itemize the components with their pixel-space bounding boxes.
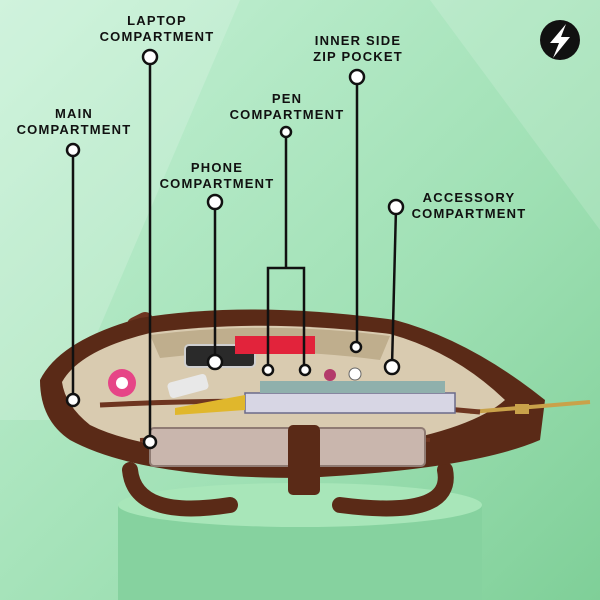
marker-inner-zip-top [348, 68, 366, 86]
label-main-compartment: MAIN COMPARTMENT [16, 106, 132, 137]
handbag [40, 309, 591, 495]
lightning-bolt-badge-icon [540, 20, 580, 60]
marker-laptop-end [142, 434, 158, 450]
label-pen-compartment: PEN COMPARTMENT [229, 91, 345, 122]
label-inner-side-zip-pocket: INNER SIDE ZIP POCKET [313, 33, 403, 64]
marker-phone-end [206, 353, 224, 371]
callout-line-accessory [390, 207, 398, 367]
card-item [235, 336, 315, 354]
callout-lines [71, 57, 398, 440]
marker-main-top [65, 142, 81, 158]
marker-inner-zip-end [349, 340, 363, 354]
marker-pen-end-left [261, 363, 275, 377]
brush-item-center [116, 377, 128, 389]
callout-markers [65, 48, 405, 450]
accessory-item [348, 367, 362, 381]
lipstick-item [324, 369, 336, 381]
marker-phone-top [206, 193, 224, 211]
marker-laptop-top [141, 48, 159, 66]
zipper-pull [515, 404, 529, 414]
laptop-strap [288, 425, 320, 495]
label-accessory-compartment: ACCESSORY COMPARTMENT [411, 190, 527, 221]
marker-pen-top [279, 125, 293, 139]
marker-main-end [65, 392, 81, 408]
background-light-panel [0, 0, 240, 420]
laptop-item [149, 427, 426, 467]
marker-accessory-end [383, 358, 401, 376]
marker-pen-end-right [298, 363, 312, 377]
notebook-item [244, 392, 456, 414]
bottle-item [167, 373, 209, 399]
marker-accessory-top [387, 198, 405, 216]
folder-item [175, 395, 245, 415]
callout-line-pen [266, 132, 306, 368]
label-laptop-compartment: LAPTOP COMPARTMENT [99, 13, 215, 44]
notebook-item-2 [260, 381, 445, 393]
label-phone-compartment: PHONE COMPARTMENT [159, 160, 275, 191]
bag-zipper [469, 400, 591, 414]
